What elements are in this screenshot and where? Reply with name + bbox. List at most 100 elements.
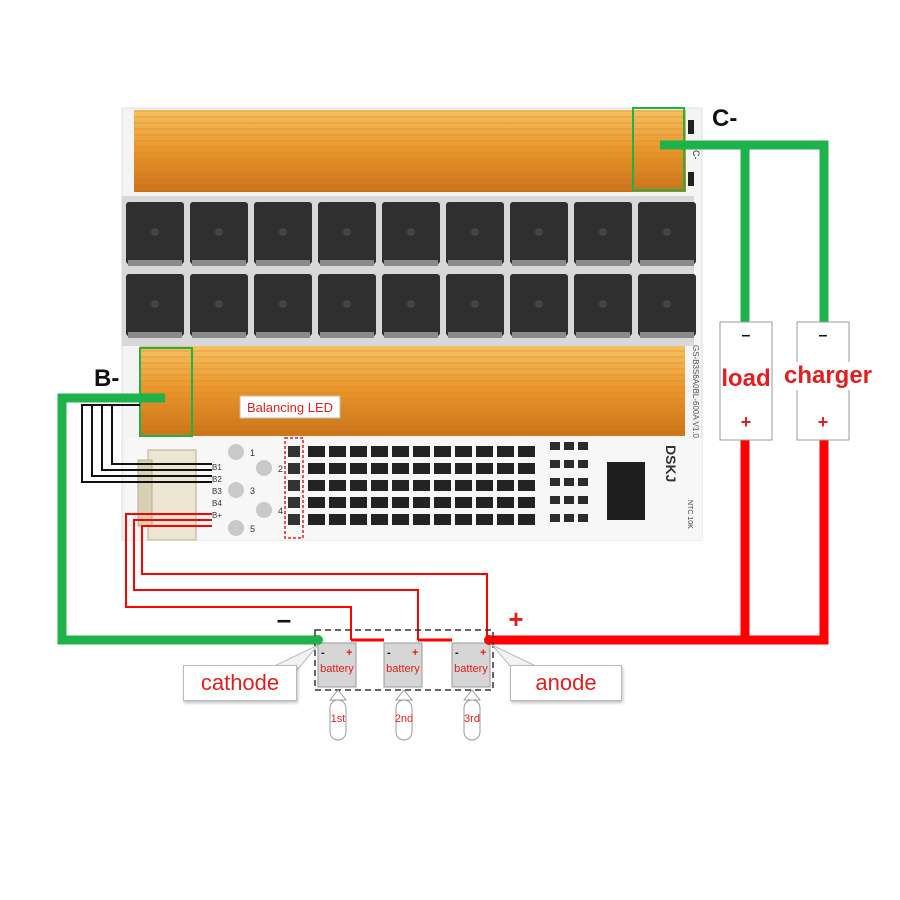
- balance-resistor: [350, 497, 367, 508]
- balance-pad: [256, 460, 272, 476]
- balance-wire-1st: [141, 525, 488, 640]
- balance-pad-number: 3: [250, 486, 255, 496]
- battery-plus: +: [480, 647, 486, 659]
- mosfet: [126, 274, 184, 338]
- smd-component: [550, 478, 560, 486]
- balance-resistor: [455, 514, 472, 525]
- mosfet: [638, 274, 696, 338]
- balance-resistor: [392, 463, 409, 474]
- balance-pad: [256, 502, 272, 518]
- battery-pack-outline: [314, 629, 494, 691]
- balance-pad: [228, 482, 244, 498]
- balance-pad: [228, 520, 244, 536]
- balance-resistor: [434, 463, 451, 474]
- balancing-led: [288, 514, 300, 525]
- smd-component: [564, 514, 574, 522]
- balance-resistor: [329, 463, 346, 474]
- balance-resistor: [308, 497, 325, 508]
- balance-resistor: [434, 446, 451, 457]
- balance-resistor: [476, 497, 493, 508]
- mosfet: [190, 202, 248, 266]
- balance-resistor: [392, 514, 409, 525]
- board-brand-text: DSKJ: [663, 445, 679, 482]
- mosfet: [510, 202, 568, 266]
- balance-resistor: [308, 480, 325, 491]
- smd-component: [564, 460, 574, 468]
- balance-resistor: [518, 497, 535, 508]
- battery-label: battery: [454, 663, 488, 675]
- load-minus-sign: –: [742, 327, 751, 344]
- smd-component: [578, 460, 588, 468]
- balance-resistor: [392, 497, 409, 508]
- balance-resistor: [308, 514, 325, 525]
- balance-resistor: [371, 480, 388, 491]
- anode-terminal: [484, 635, 494, 645]
- balance-wire-bplus-3rd: [125, 513, 352, 640]
- battery-order-label: 1st: [331, 713, 346, 725]
- cathode-label: cathode: [183, 665, 297, 701]
- smd-component: [578, 442, 588, 450]
- balance-resistor: [497, 480, 514, 491]
- connector-pin-label: B1: [212, 463, 222, 472]
- balancing-led-highlight: [284, 437, 304, 539]
- balancing-led-label-box: [239, 395, 341, 419]
- balance-resistor: [371, 514, 388, 525]
- balance-resistor: [497, 446, 514, 457]
- anode-label: anode: [510, 665, 622, 701]
- mosfet: [254, 202, 312, 266]
- load-plus-sign: +: [741, 412, 752, 432]
- b-minus-highlight-box: [139, 347, 193, 437]
- connector-pin-label: B2: [212, 475, 222, 484]
- balance-resistor: [392, 480, 409, 491]
- connector-pin-label: B4: [212, 499, 222, 508]
- mosfet: [318, 202, 376, 266]
- b-minus-label: B-: [94, 365, 119, 392]
- balancing-led-label: Balancing LED: [247, 400, 333, 415]
- balance-resistor: [497, 497, 514, 508]
- control-ic: [607, 462, 645, 520]
- balance-resistor: [371, 497, 388, 508]
- battery-order-label: 2nd: [395, 713, 413, 725]
- balance-resistor: [497, 463, 514, 474]
- battery-order-label: 3rd: [464, 713, 480, 725]
- mosfet: [190, 274, 248, 338]
- charger-plus-sign: +: [818, 412, 829, 432]
- balance-resistor: [434, 514, 451, 525]
- smd-component: [550, 442, 560, 450]
- balancing-led: [288, 446, 300, 457]
- balance-pad-number: 2: [278, 464, 283, 474]
- battery-plus: +: [346, 647, 352, 659]
- balance-resistor: [350, 514, 367, 525]
- balance-resistor: [455, 446, 472, 457]
- mosfet: [254, 274, 312, 338]
- balance-pad-number: 5: [250, 524, 255, 534]
- balance-pad-number: 1: [250, 448, 255, 458]
- battery-plus: +: [412, 647, 418, 659]
- balance-resistor: [455, 463, 472, 474]
- connector-pin-label: B3: [212, 487, 222, 496]
- mosfet: [126, 202, 184, 266]
- balance-resistor: [518, 480, 535, 491]
- balance-resistor: [371, 446, 388, 457]
- smd-component: [564, 442, 574, 450]
- balancing-led: [288, 463, 300, 474]
- load-label: load: [721, 365, 770, 392]
- balance-resistor: [371, 463, 388, 474]
- balance-resistor: [434, 480, 451, 491]
- balance-resistor: [329, 497, 346, 508]
- c-minus-wire: [660, 140, 829, 330]
- balance-pad: [228, 444, 244, 460]
- balance-resistor: [413, 497, 430, 508]
- balance-resistor: [476, 446, 493, 457]
- board-c-pad-text: C-: [691, 150, 701, 160]
- balance-wire-b4: [111, 404, 212, 465]
- mosfet: [510, 274, 568, 338]
- balance-resistor: [329, 480, 346, 491]
- charger-minus-sign: –: [819, 327, 828, 344]
- smd-component: [550, 496, 560, 504]
- mosfet: [574, 274, 632, 338]
- balance-resistor: [350, 463, 367, 474]
